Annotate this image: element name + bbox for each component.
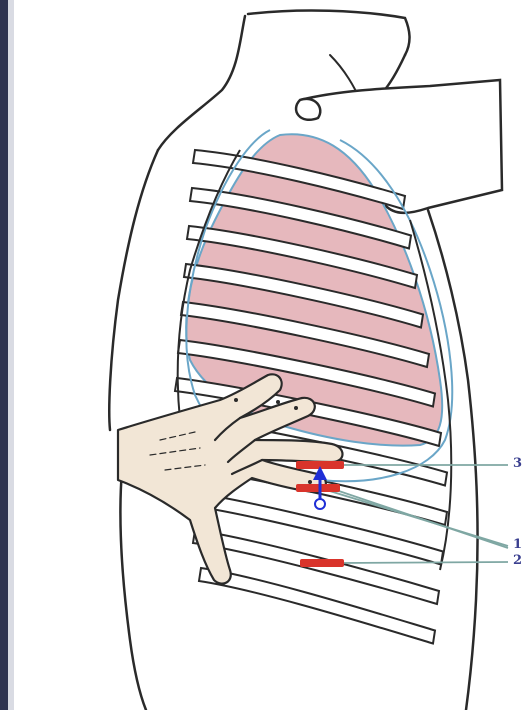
hand <box>118 374 343 583</box>
callout-label-1: 1 <box>513 537 522 552</box>
callout-label-2: 2 <box>513 553 522 568</box>
leader-line-2 <box>340 562 508 563</box>
marker-2 <box>300 559 344 567</box>
marker-1 <box>296 484 340 492</box>
callout-label-3: 3 <box>513 456 522 471</box>
